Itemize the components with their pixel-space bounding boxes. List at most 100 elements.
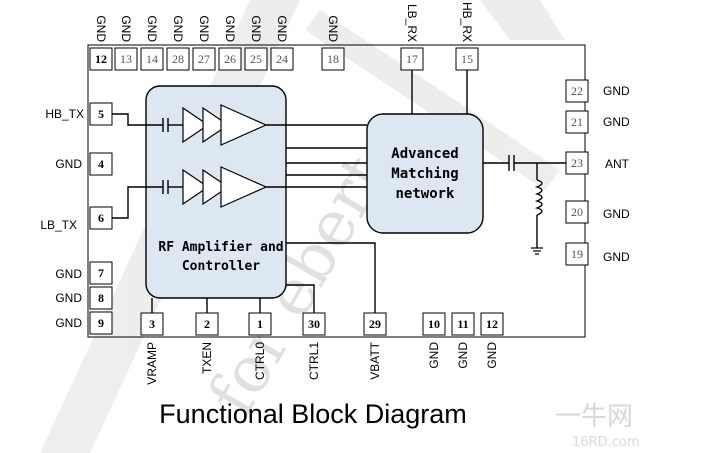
pin-number: 22 xyxy=(571,84,583,98)
corner-logo-sub: 16RD.com xyxy=(572,435,639,450)
pin-number: 21 xyxy=(571,115,583,129)
chip-outline xyxy=(87,44,586,338)
pin-number: 29 xyxy=(369,317,381,331)
amplifier-triangle-icon xyxy=(220,166,268,208)
matching-network-block xyxy=(366,113,484,234)
pin-number: 5 xyxy=(98,107,104,121)
pin-label: GND xyxy=(249,15,263,42)
left-pins: 5 4 6 7 8 9 HB_TX GND LB_TX GND GND GND xyxy=(40,102,113,335)
pin-label: GND xyxy=(603,115,630,129)
pin-label: GND xyxy=(94,15,108,42)
top-pins: 12 13 14 28 27 26 25 24 18 17 15 GND GND… xyxy=(89,2,479,71)
amplifier-triangle-icon xyxy=(220,104,268,146)
lb-tx-path xyxy=(112,166,367,219)
pin-label: GND xyxy=(197,15,211,42)
pin-label: HB_TX xyxy=(45,107,84,121)
pin-label: HB_RX xyxy=(460,2,474,42)
pin-box-left-7 xyxy=(89,261,113,285)
rf-amplifier-label-line2: Controller xyxy=(182,259,260,274)
pin-number: 11 xyxy=(457,317,468,331)
pin-number: 9 xyxy=(98,316,104,330)
pin-number: 6 xyxy=(98,211,104,225)
matching-label-line1: Advanced xyxy=(391,146,458,162)
pin-box-top-18 xyxy=(321,47,345,71)
pin-number: 23 xyxy=(571,156,583,170)
pin-number: 18 xyxy=(327,52,339,66)
matching-label-line3: network xyxy=(395,186,455,202)
diagram-title: Functional Block Diagram xyxy=(159,399,467,429)
pin-label: VBATT xyxy=(368,341,382,379)
pin-box-top-13 xyxy=(114,47,138,71)
pin-label: GND xyxy=(427,342,441,369)
pin-box-top-27 xyxy=(192,47,216,71)
pin-box-bottom-10 xyxy=(422,312,446,336)
amplifier-triangle-icon xyxy=(182,106,210,144)
pin-box-right-21 xyxy=(565,110,589,134)
antenna-path xyxy=(483,155,566,255)
pin-label: TXEN xyxy=(200,342,214,374)
pin-label: GND xyxy=(223,15,237,42)
pin-box-top-28 xyxy=(166,47,190,71)
pin-label: ANT xyxy=(605,157,630,171)
pin-box-left-9 xyxy=(89,311,113,335)
pin-label: GND xyxy=(603,250,630,264)
pin-box-bottom-11 xyxy=(451,312,475,336)
pin-label: VRAMP xyxy=(145,342,159,385)
amplifier-triangle-icon xyxy=(182,168,210,206)
pin-label: GND xyxy=(326,15,340,42)
inductor-icon xyxy=(534,179,543,216)
pin-number: 28 xyxy=(172,52,184,66)
pin-number: 27 xyxy=(198,52,210,66)
pin-number: 3 xyxy=(149,317,155,331)
pin-number: 17 xyxy=(406,52,418,66)
pin-box-top-12 xyxy=(89,47,113,71)
pin-box-right-22 xyxy=(565,79,589,103)
pin-number: 19 xyxy=(571,247,583,261)
pin-number: 2 xyxy=(204,317,210,331)
pin-label: GND xyxy=(145,15,159,42)
amplifier-triangle-icon xyxy=(202,106,230,144)
pin-number: 12 xyxy=(486,317,498,331)
pin-number: 24 xyxy=(276,52,288,66)
pin-number: 4 xyxy=(98,157,104,171)
pin-label: GND xyxy=(55,267,82,281)
pin-label: GND xyxy=(119,15,133,42)
pin-box-bottom-12 xyxy=(480,312,504,336)
pin-box-right-19 xyxy=(565,242,589,266)
pin-label: GND xyxy=(603,84,630,98)
pin-number: 15 xyxy=(461,52,473,66)
control-bus xyxy=(286,147,367,176)
pin-box-top-25 xyxy=(244,47,268,71)
bottom-connections xyxy=(151,242,376,313)
pin-number: 14 xyxy=(146,52,158,66)
pin-label: GND xyxy=(603,207,630,221)
pin-box-top-26 xyxy=(218,47,242,71)
rf-amplifier-label-line1: RF Amplifier and xyxy=(158,240,283,255)
pin-box-right-20 xyxy=(565,200,589,224)
hb-tx-path xyxy=(112,104,367,146)
pin-label: LB_RX xyxy=(405,4,419,42)
pin-number: 25 xyxy=(250,52,262,66)
pin-number: 10 xyxy=(428,317,440,331)
pin-box-left-8 xyxy=(89,286,113,310)
pin-label: GND xyxy=(456,342,470,369)
pin-label: GND xyxy=(275,15,289,42)
corner-logo: 一牛网 16RD.com xyxy=(555,402,639,450)
pin-number: 30 xyxy=(308,317,320,331)
amplifier-triangle-icon xyxy=(202,168,230,206)
pin-label: CTRL0 xyxy=(253,342,267,380)
pin-box-top-24 xyxy=(270,47,294,71)
pin-number: 12 xyxy=(95,52,107,66)
pin-label: GND xyxy=(55,157,82,171)
right-pins: 22 21 23 20 19 GND GND ANT GND GND xyxy=(565,79,630,266)
pin-label: CTRL1 xyxy=(307,342,321,380)
pin-label: GND xyxy=(485,342,499,369)
pin-box-top-14 xyxy=(140,47,164,71)
pin-label: LB_TX xyxy=(40,218,77,232)
pin-number: 7 xyxy=(98,266,104,280)
pin-label: GND xyxy=(55,291,82,305)
pin-label: GND xyxy=(171,15,185,42)
pin-label: GND xyxy=(55,316,82,330)
